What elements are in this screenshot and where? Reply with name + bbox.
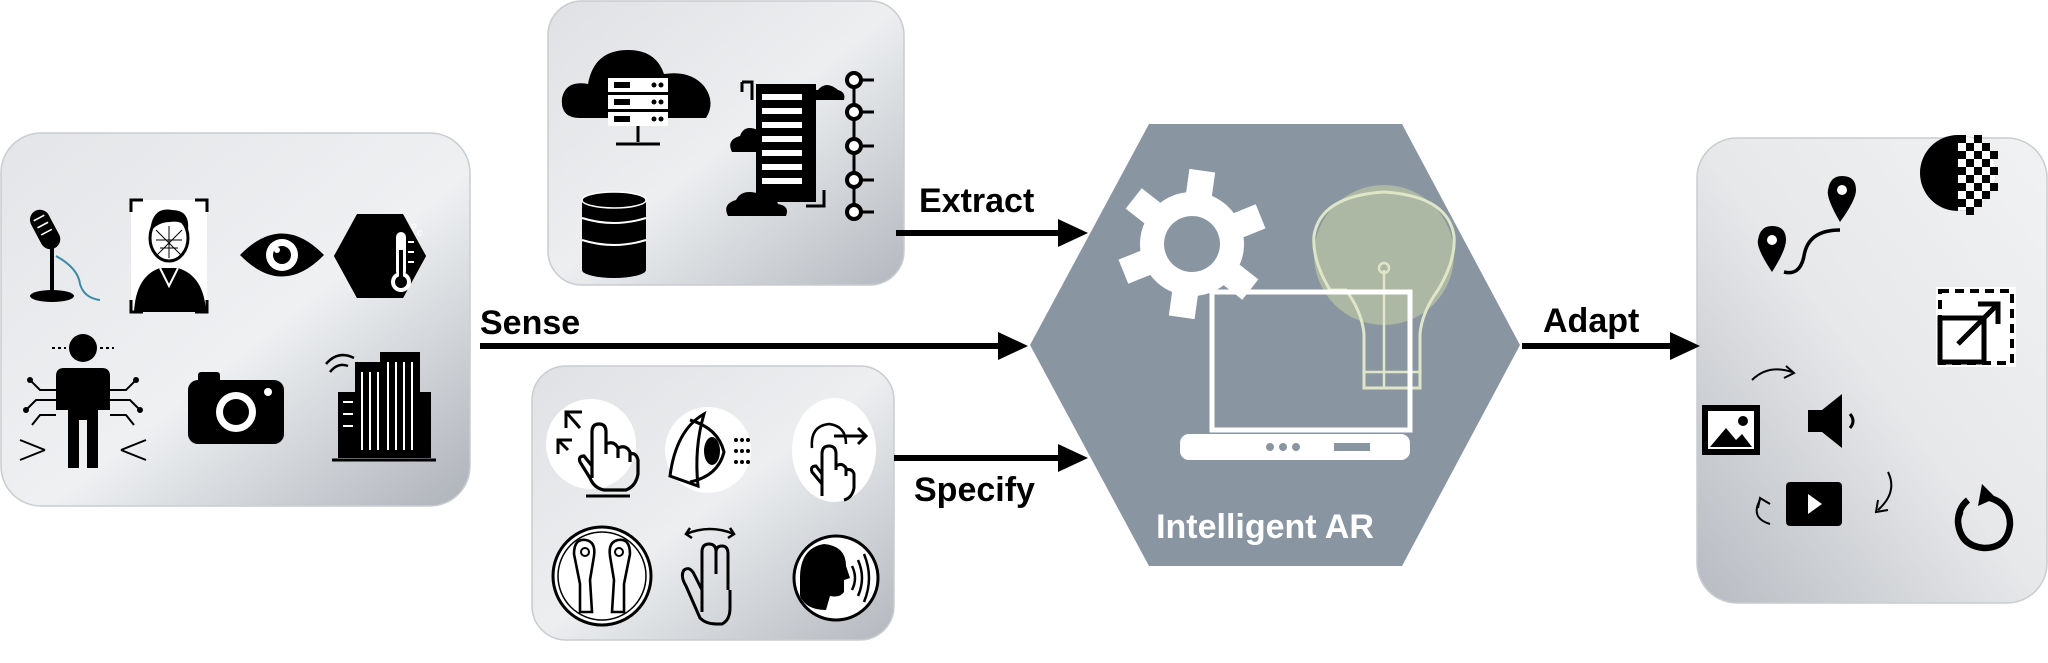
face-recognition-icon [129, 198, 209, 314]
pinch-gesture-icon [546, 399, 640, 498]
video-icon [1786, 482, 1842, 526]
gear-icon [1118, 168, 1266, 320]
center-label: Intelligent AR [1156, 508, 1374, 546]
specify-panel [531, 365, 895, 641]
database-icon [581, 191, 647, 278]
intelligent-ar-hexagon: Intelligent AR [1030, 124, 1520, 566]
body-sensor-icon [19, 334, 147, 468]
eye-gaze-icon [665, 407, 751, 493]
refresh-icon [1954, 484, 2014, 552]
hexagon-shape [1030, 124, 1520, 566]
camera-icon [188, 372, 284, 444]
cloud-server-icon [561, 50, 711, 146]
adapt-arrow [1522, 332, 1700, 360]
specify-arrow [894, 444, 1088, 472]
image-icon [1702, 405, 1760, 455]
smart-building-icon [325, 352, 436, 462]
specify-label: Specify [914, 471, 1035, 509]
cycle-arrows-icon [1751, 365, 1893, 525]
data-server-network-icon [726, 71, 874, 221]
adapt-panel [1696, 135, 2048, 604]
extract-label: Extract [919, 182, 1034, 220]
audio-icon [1808, 394, 1855, 448]
temperature-sensor-icon: c [334, 214, 426, 298]
two-finger-rotate-icon [680, 527, 736, 626]
extract-panel [547, 0, 905, 286]
contrast-icon [1920, 135, 1998, 215]
swipe-gesture-icon [792, 398, 876, 502]
sense-panel: c [0, 132, 471, 507]
voice-command-icon [792, 534, 880, 622]
laptop-icon [1180, 289, 1413, 460]
location-route-icon [1757, 176, 1856, 275]
extract-arrow [896, 219, 1088, 247]
sense-arrow [480, 332, 1028, 360]
vr-controllers-icon [551, 525, 653, 627]
microphone-icon [29, 209, 101, 302]
eye-icon [240, 233, 324, 277]
adapt-label: Adapt [1543, 302, 1639, 340]
sense-label: Sense [480, 304, 580, 342]
svg-text:c: c [417, 227, 423, 239]
resize-icon [1936, 287, 2016, 367]
